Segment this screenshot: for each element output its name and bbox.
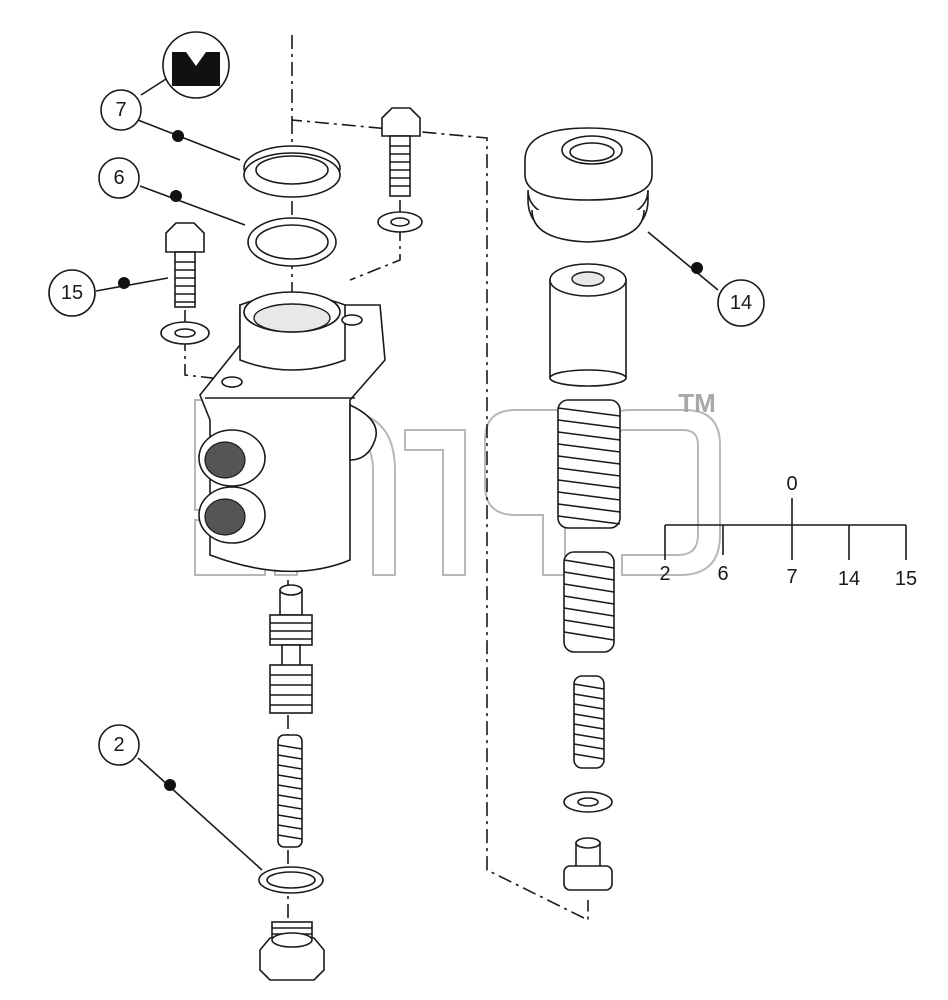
small-spring	[277, 734, 303, 848]
svg-text:6: 6	[113, 167, 124, 189]
callout-7: 7	[100, 89, 142, 131]
parts-tree: 0 2 6 7 14 15	[659, 473, 917, 590]
tree-child-label: 15	[895, 568, 917, 590]
seal-ring-part-7	[243, 145, 341, 198]
assembly-axis-line	[291, 35, 589, 922]
tree-child-label: 7	[786, 566, 797, 588]
tree-child-label: 2	[659, 563, 670, 585]
tree-child-label: 6	[717, 563, 728, 585]
callout-14: 14	[717, 279, 765, 327]
svg-text:7: 7	[115, 99, 126, 121]
large-spring-lower	[563, 551, 615, 653]
stop-pin	[563, 837, 613, 891]
washer-left	[160, 321, 210, 345]
large-spring-upper	[557, 399, 621, 529]
rubber-seal-icon	[162, 31, 230, 99]
svg-text:2: 2	[113, 734, 124, 756]
tree-root-label: 0	[786, 473, 797, 495]
watermark-tm: TM	[678, 388, 716, 418]
piston	[549, 263, 627, 387]
callout-2: 2	[98, 724, 140, 766]
bolt-upper	[381, 107, 421, 197]
plug-nut	[259, 921, 325, 981]
svg-text:15: 15	[61, 282, 83, 304]
leader-lines	[95, 119, 719, 871]
bolt-part-15	[165, 222, 205, 308]
callout-6: 6	[98, 157, 140, 199]
svg-text:14: 14	[730, 292, 752, 314]
tree-child-label: 14	[838, 568, 860, 590]
port-upper	[198, 429, 266, 487]
o-ring-part-2	[258, 866, 324, 894]
thin-spring	[573, 675, 605, 769]
port-lower	[198, 486, 266, 544]
washer-upper	[377, 211, 423, 233]
washer-right	[563, 791, 613, 813]
callout-15: 15	[48, 269, 96, 317]
valve-spool	[269, 584, 313, 714]
dust-boot-part-14	[524, 127, 653, 243]
o-ring-part-6	[247, 217, 337, 267]
